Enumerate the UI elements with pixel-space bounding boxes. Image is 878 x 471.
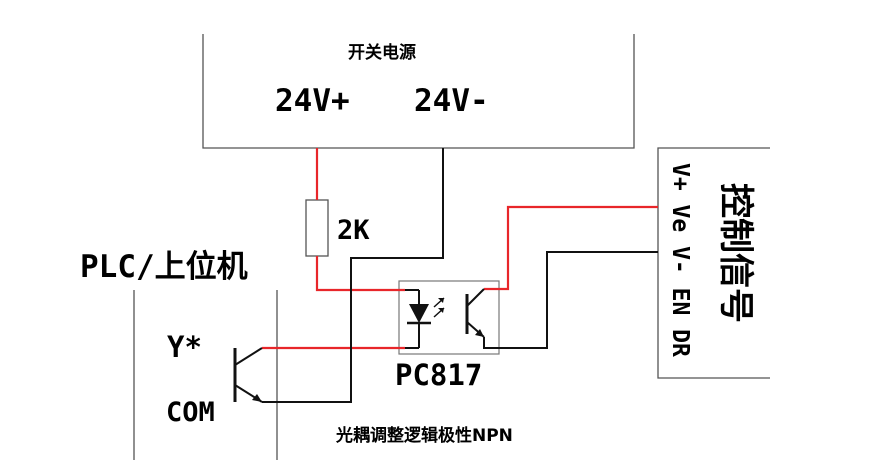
power-supply-title: 开关电源 [348,42,416,63]
plc-title: PLC/上位机 [80,249,248,285]
led-icon [405,289,431,349]
plc-box [133,290,278,460]
wire-emitter-to-v-minus [483,251,658,349]
phototransistor-icon [465,288,485,338]
resistor-label: 2K [337,215,370,246]
plc-common-pin-label: COM [166,397,215,428]
light-emission-arrows-icon [433,297,445,318]
plc-output-pin-label: Y* [167,330,202,364]
power-positive-terminal: 24V+ [275,83,350,119]
caption: 光耦调整逻辑极性NPN [335,425,513,446]
power-negative-terminal: 24V- [414,83,489,119]
plc-output-transistor-icon [233,347,263,403]
control-title: 控制信号 [715,183,755,323]
control-box [657,147,770,379]
wire-24v-minus-to-plc-com [262,148,444,403]
control-pins-label: V+ Ve V- EN DR [667,163,693,357]
power-supply-box [202,34,635,149]
resistor-body [305,199,329,257]
optocoupler-box [398,280,500,355]
optocoupler-label: PC817 [395,358,482,392]
wire-resistor-to-led-anode [315,256,405,292]
wire-collector-to-ve [484,205,658,291]
